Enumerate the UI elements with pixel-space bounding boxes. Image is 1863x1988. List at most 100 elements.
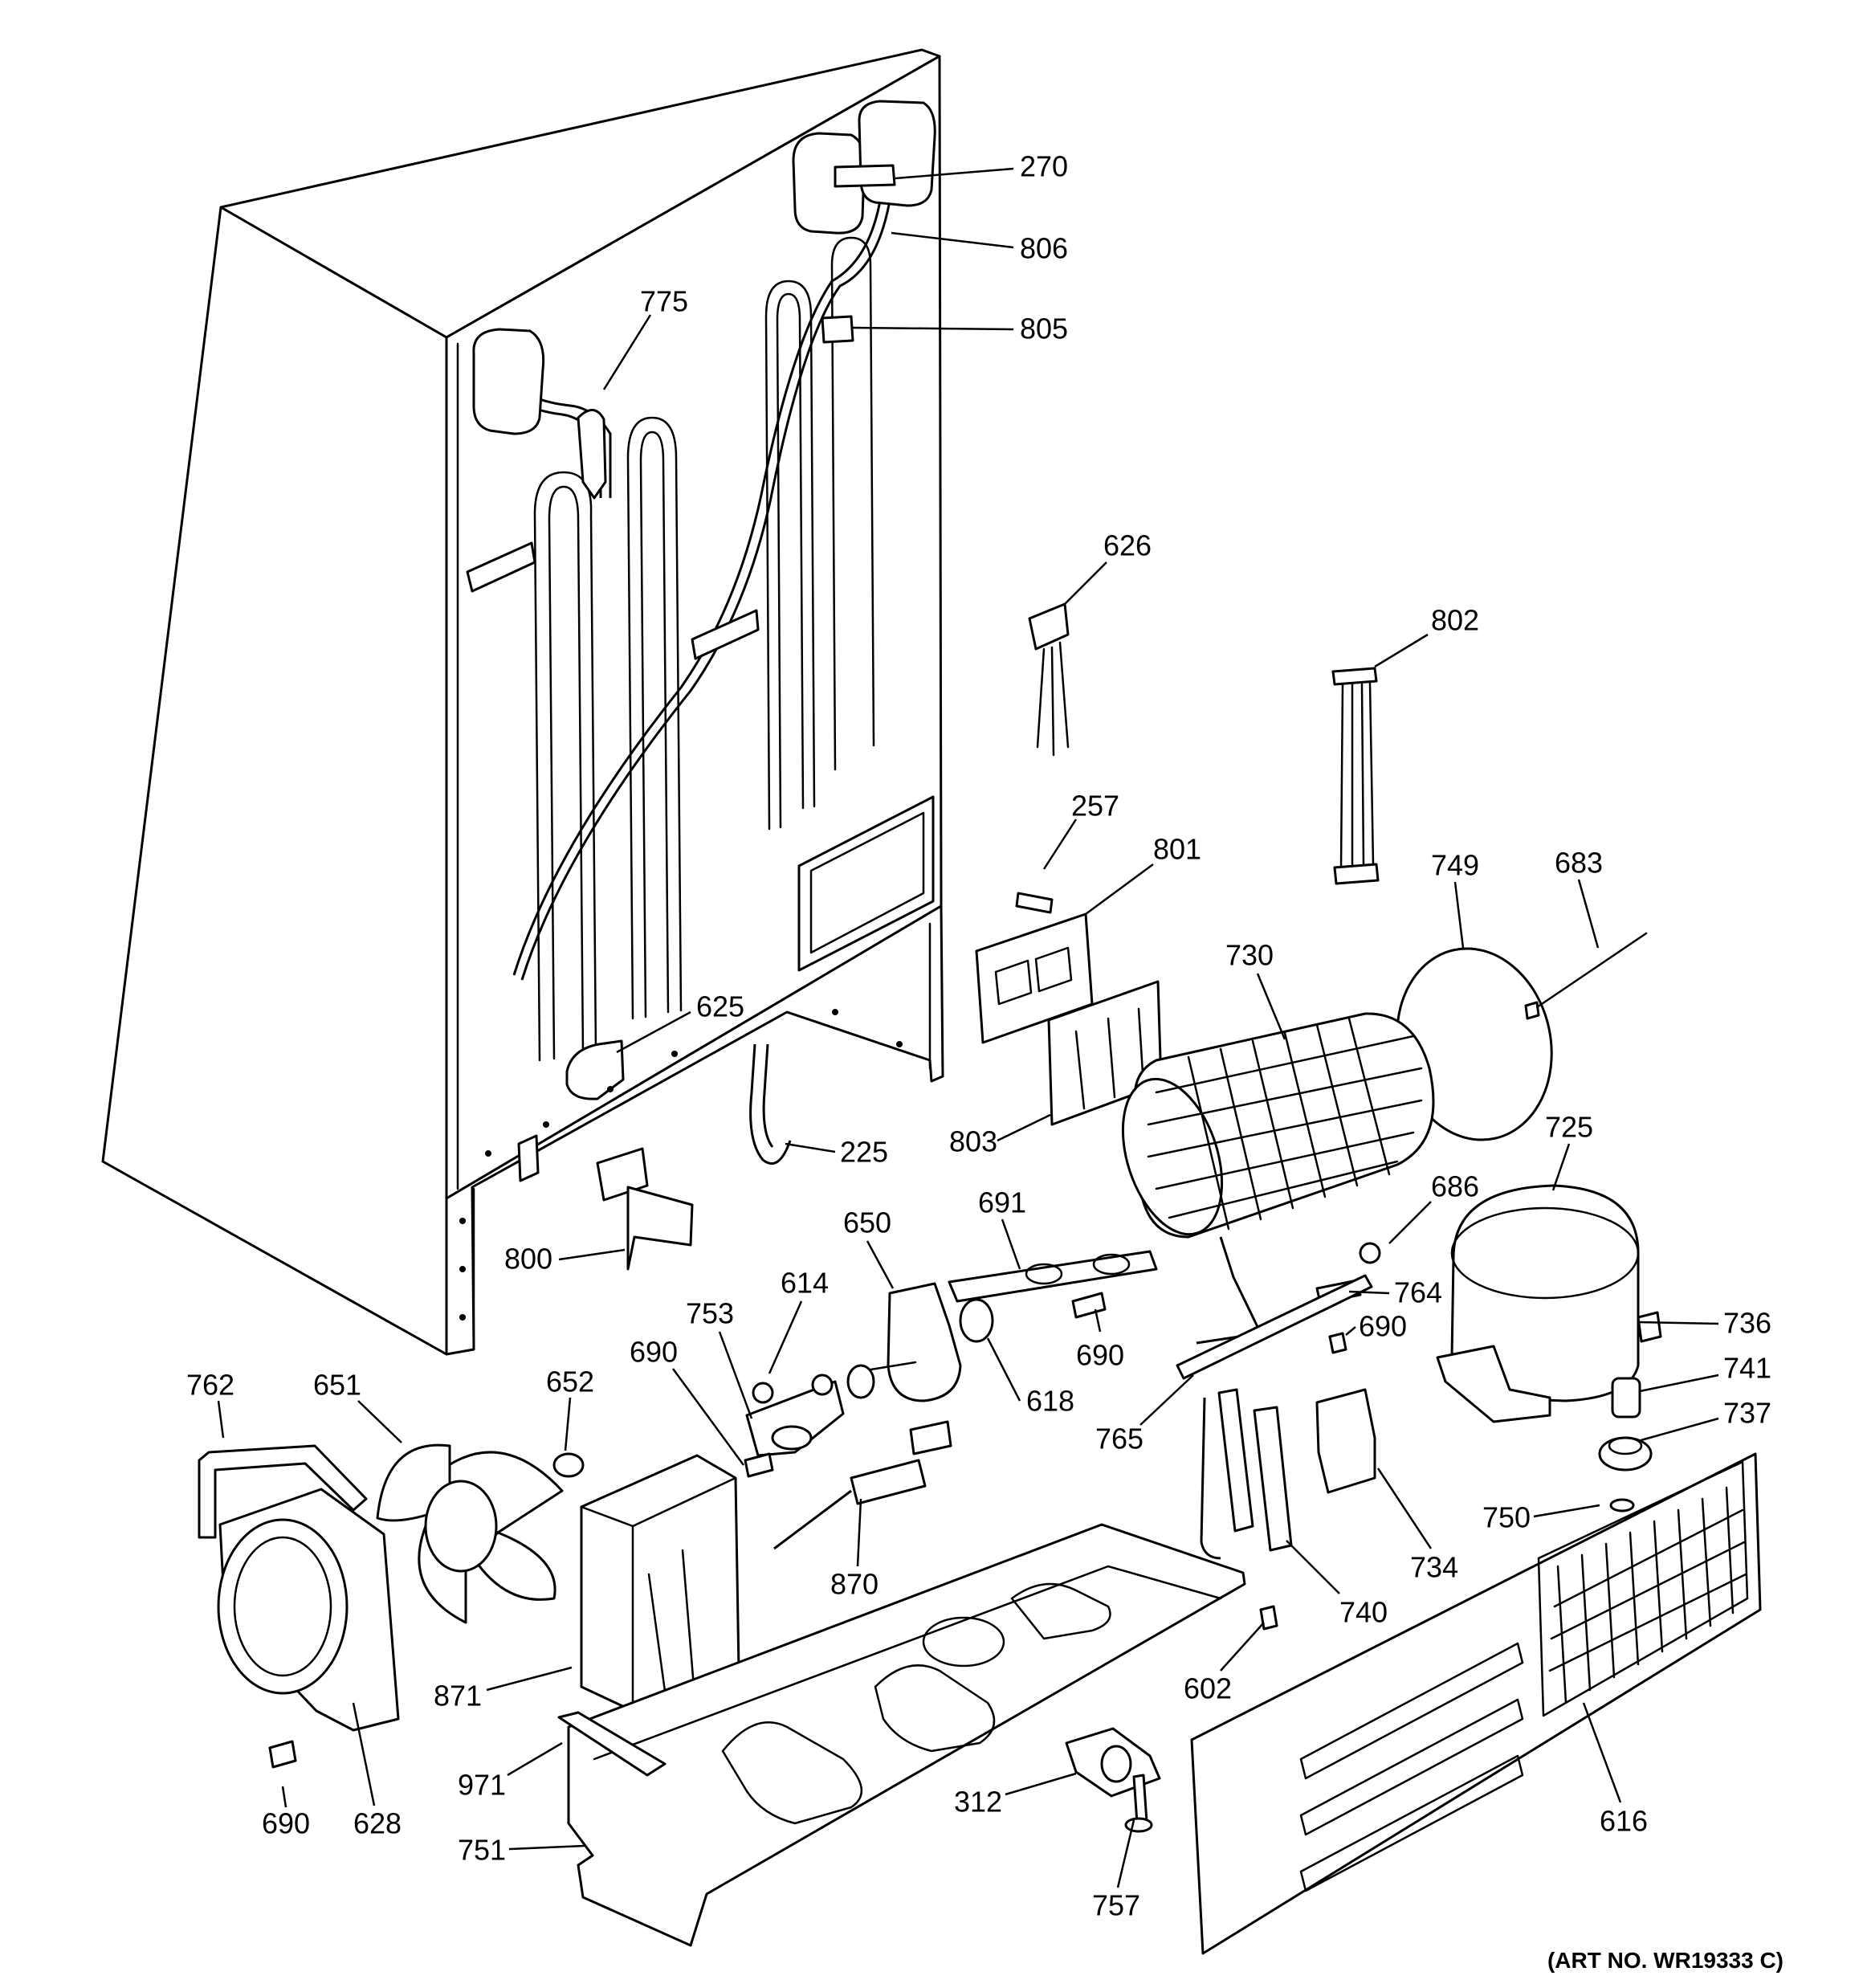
part-652-nut: [552, 1452, 585, 1478]
callout-label-800: 800: [504, 1243, 552, 1276]
callout-label-750: 750: [1482, 1501, 1531, 1534]
callout-label-736: 736: [1723, 1307, 1771, 1340]
part-741-sleeve: [1611, 1377, 1641, 1419]
part-802-harness: [1331, 667, 1380, 885]
callout-label-650: 650: [843, 1206, 891, 1239]
callout-label-225: 225: [840, 1136, 888, 1169]
art-number: (ART NO. WR19333 C): [1547, 1948, 1784, 1973]
part-751-base-pan: [567, 1523, 1246, 1947]
part-762-tube: [198, 1444, 368, 1539]
callout-lead-764: [1348, 1290, 1390, 1295]
callout-label-690: 690: [1359, 1310, 1407, 1343]
callout-label-805: 805: [1020, 312, 1068, 345]
part-803-cover: [1047, 980, 1163, 1126]
part-690-screw-c: [744, 1452, 774, 1478]
callout-lead-257: [1042, 818, 1078, 870]
callout-lead-803: [997, 1113, 1051, 1142]
callout-label-764: 764: [1394, 1276, 1442, 1309]
callout-label-870: 870: [830, 1568, 879, 1601]
callout-label-628: 628: [353, 1807, 402, 1840]
callout-label-749: 749: [1431, 849, 1479, 882]
callout-label-757: 757: [1092, 1889, 1140, 1922]
part-616-grille: [1190, 1452, 1762, 1955]
part-750-pin: [1609, 1498, 1635, 1512]
callout-label-257: 257: [1071, 790, 1119, 823]
callout-lead-741: [1639, 1374, 1719, 1393]
callout-lead-683: [1577, 879, 1600, 949]
part-870-heater: [773, 1420, 952, 1550]
callout-lead-749: [1453, 881, 1465, 949]
callout-label-871: 871: [434, 1680, 482, 1712]
callout-lead-871: [486, 1666, 573, 1692]
part-725-compressor: [1436, 1184, 1662, 1423]
part-690-screw-a: [1328, 1332, 1347, 1354]
callout-lead-626: [1064, 561, 1107, 605]
callout-lead-750: [1533, 1504, 1600, 1518]
callout-label-626: 626: [1103, 529, 1152, 562]
callout-label-753: 753: [686, 1297, 734, 1330]
callout-label-751: 751: [458, 1834, 506, 1867]
callout-lead-725: [1551, 1143, 1571, 1191]
part-800-relay: [596, 1147, 694, 1271]
part-312-roller: [1065, 1727, 1161, 1798]
part-602-screw: [1259, 1605, 1278, 1631]
callout-lead-757: [1116, 1819, 1135, 1888]
callout-label-312: 312: [954, 1786, 1002, 1819]
callout-lead-736: [1637, 1321, 1719, 1325]
callout-label-651: 651: [313, 1369, 361, 1402]
callout-lead-225: [785, 1142, 836, 1153]
callout-label-762: 762: [186, 1369, 234, 1402]
part-690-screw-b: [1071, 1292, 1107, 1319]
callout-lead-691: [1001, 1219, 1021, 1270]
callout-lead-690: [671, 1368, 745, 1466]
callout-lead-616: [1582, 1702, 1622, 1803]
part-730-condenser: [1121, 1012, 1435, 1345]
callout-label-683: 683: [1555, 847, 1603, 880]
callout-label-691: 691: [978, 1186, 1026, 1219]
part-628-shroud: [217, 1488, 400, 1732]
callout-label-625: 625: [696, 990, 744, 1023]
cabinet: [101, 48, 944, 1356]
callout-lead-690: [281, 1786, 287, 1808]
callout-label-618: 618: [1026, 1385, 1074, 1418]
callout-label-765: 765: [1095, 1423, 1143, 1455]
callout-lead-651: [357, 1400, 402, 1443]
callout-label-734: 734: [1410, 1551, 1458, 1584]
part-651-fan-blade: [376, 1443, 564, 1624]
callout-label-802: 802: [1431, 604, 1479, 637]
part-690-screw-d: [268, 1740, 297, 1769]
callout-lead-614: [768, 1300, 803, 1374]
callout-label-740: 740: [1339, 1596, 1388, 1629]
callout-label-806: 806: [1020, 232, 1068, 265]
callout-label-801: 801: [1153, 833, 1201, 866]
callout-lead-801: [1085, 863, 1154, 916]
callout-leads: [217, 167, 1719, 1888]
callout-lead-690: [1094, 1308, 1102, 1333]
callout-label-270: 270: [1020, 150, 1068, 183]
callout-lead-806: [891, 231, 1014, 249]
callout-lead-753: [718, 1331, 753, 1419]
callout-lead-734: [1376, 1468, 1433, 1549]
part-650-motor: [854, 1282, 962, 1402]
callout-lead-765: [1139, 1374, 1194, 1426]
callout-lead-625: [616, 1010, 691, 1054]
part-691-bracket: [948, 1250, 1158, 1303]
part-737-grommet: [1598, 1436, 1653, 1472]
callout-lead-751: [508, 1844, 585, 1851]
callout-lead-737: [1637, 1417, 1719, 1443]
callout-lead-652: [564, 1397, 572, 1451]
callout-label-803: 803: [949, 1125, 997, 1158]
callout-lead-312: [1005, 1772, 1077, 1796]
callout-lead-628: [352, 1702, 376, 1806]
callout-label-775: 775: [640, 285, 688, 318]
callout-lead-618: [986, 1337, 1021, 1402]
callout-label-971: 971: [458, 1769, 506, 1802]
callout-label-690: 690: [1076, 1339, 1124, 1372]
part-614-grommets: [752, 1374, 834, 1404]
part-734-box: [1315, 1388, 1376, 1494]
part-686-screw: [1359, 1242, 1381, 1264]
part-225-tube: [749, 1043, 792, 1165]
callout-label-725: 725: [1545, 1111, 1593, 1144]
